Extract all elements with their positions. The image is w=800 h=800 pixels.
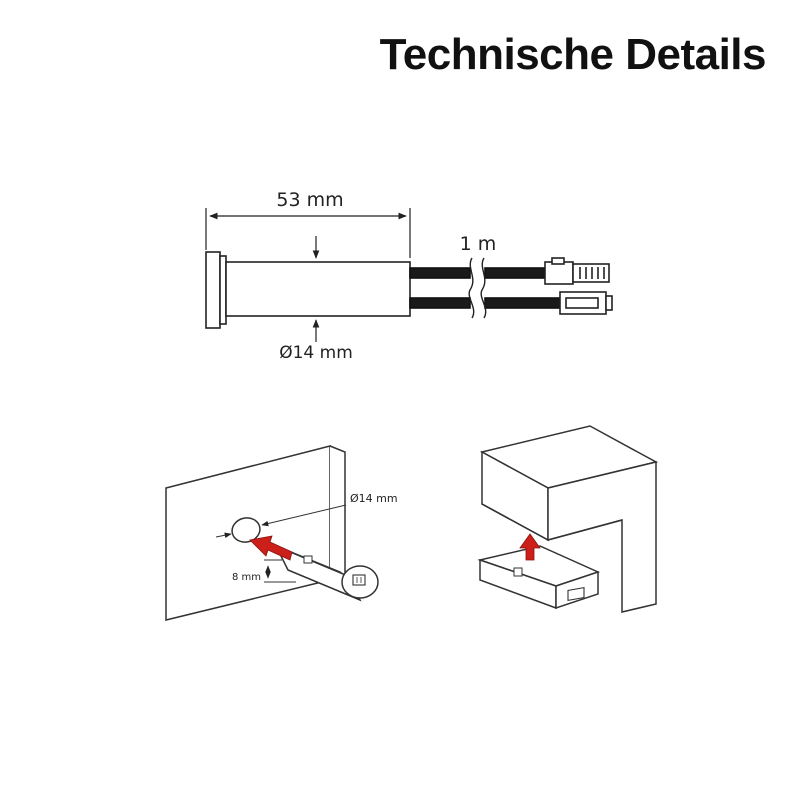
lift-arrow-icon bbox=[519, 533, 541, 561]
surface-mounting-view bbox=[479, 425, 659, 613]
connector-upper bbox=[544, 257, 610, 285]
surface-sensor bbox=[477, 545, 601, 610]
length-label: 53 mm bbox=[276, 189, 343, 211]
hole-diameter-label: Ø14 mm bbox=[350, 492, 398, 505]
cable-lower bbox=[409, 297, 471, 309]
cable-upper bbox=[409, 267, 471, 279]
offset-label: 8 mm bbox=[232, 572, 261, 583]
diameter-label: Ø14 mm bbox=[279, 343, 353, 363]
sensor-flange bbox=[205, 251, 221, 329]
mounting-hole bbox=[231, 517, 261, 543]
sensor-side-view bbox=[205, 208, 613, 342]
insert-arrow-icon bbox=[249, 535, 293, 561]
cable-length-label: 1 m bbox=[460, 233, 497, 255]
sensor-body bbox=[225, 261, 411, 317]
recess-mounting-view bbox=[165, 445, 379, 621]
connector-lower bbox=[559, 291, 613, 315]
recess-sensor bbox=[274, 544, 379, 602]
page-title: Technische Details bbox=[379, 30, 767, 79]
